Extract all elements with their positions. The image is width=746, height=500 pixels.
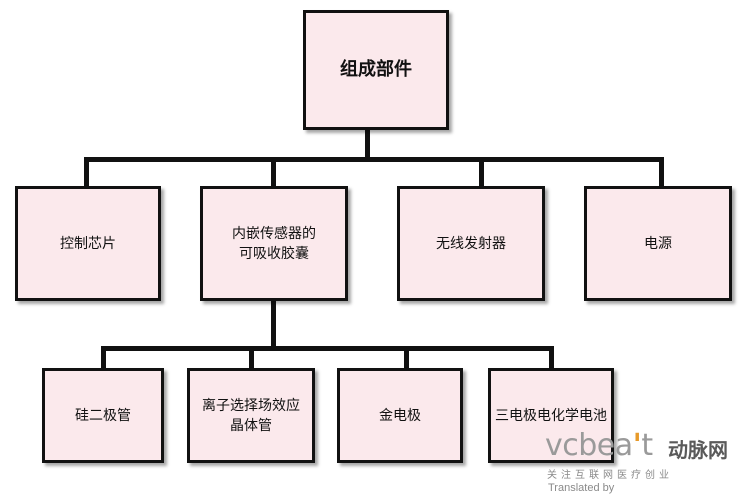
node-power-source: 电源 bbox=[584, 186, 732, 301]
node-label: 金电极 bbox=[379, 407, 421, 424]
node-label: 控制芯片 bbox=[60, 235, 116, 252]
node-isfet: 离子选择场效应 晶体管 bbox=[187, 368, 315, 463]
node-electrochemical-cell: 三电极电化学电池 bbox=[488, 368, 614, 463]
node-label: 内嵌传感器的 可吸收胶囊 bbox=[232, 225, 316, 262]
node-label: 无线发射器 bbox=[436, 235, 506, 252]
node-label: 离子选择场效应 晶体管 bbox=[202, 397, 300, 434]
connector-to-gold-electrode bbox=[404, 346, 409, 370]
connector-to-isfet bbox=[249, 346, 254, 370]
watermark-brand-accent: ' bbox=[632, 428, 642, 463]
connector-root-down bbox=[365, 128, 370, 161]
node-label: 电源 bbox=[644, 235, 672, 252]
connector-level1-bus bbox=[84, 157, 664, 162]
watermark-brand-prefix: vcbea bbox=[545, 428, 633, 463]
connector-capsule-down bbox=[271, 300, 276, 350]
node-wireless-transmitter: 无线发射器 bbox=[397, 186, 545, 301]
watermark-translated-by: Translated by bbox=[548, 482, 615, 494]
watermark-logo: vcbea't bbox=[545, 428, 653, 463]
connector-to-transmitter bbox=[479, 157, 484, 188]
node-label: 硅二极管 bbox=[75, 407, 131, 424]
connector-to-silicon-diode bbox=[101, 346, 106, 370]
connector-to-control-chip bbox=[84, 157, 89, 188]
connector-to-power bbox=[659, 157, 664, 188]
watermark-slogan: 关注互联网医疗创业 bbox=[547, 470, 673, 481]
root-label: 组成部件 bbox=[340, 59, 412, 80]
node-silicon-diode: 硅二极管 bbox=[42, 368, 164, 463]
node-gold-electrode: 金电极 bbox=[337, 368, 463, 463]
connector-level2-bus bbox=[101, 346, 554, 351]
node-label: 三电极电化学电池 bbox=[495, 407, 607, 424]
watermark-brand-suffix: t bbox=[641, 428, 653, 463]
node-control-chip: 控制芯片 bbox=[15, 186, 161, 301]
node-capsule: 内嵌传感器的 可吸收胶囊 bbox=[200, 186, 348, 301]
connector-to-capsule bbox=[271, 157, 276, 188]
root-node: 组成部件 bbox=[303, 10, 449, 130]
connector-to-electrochemical-cell bbox=[549, 346, 554, 370]
watermark-brand-cn: 动脉网 bbox=[668, 438, 728, 462]
